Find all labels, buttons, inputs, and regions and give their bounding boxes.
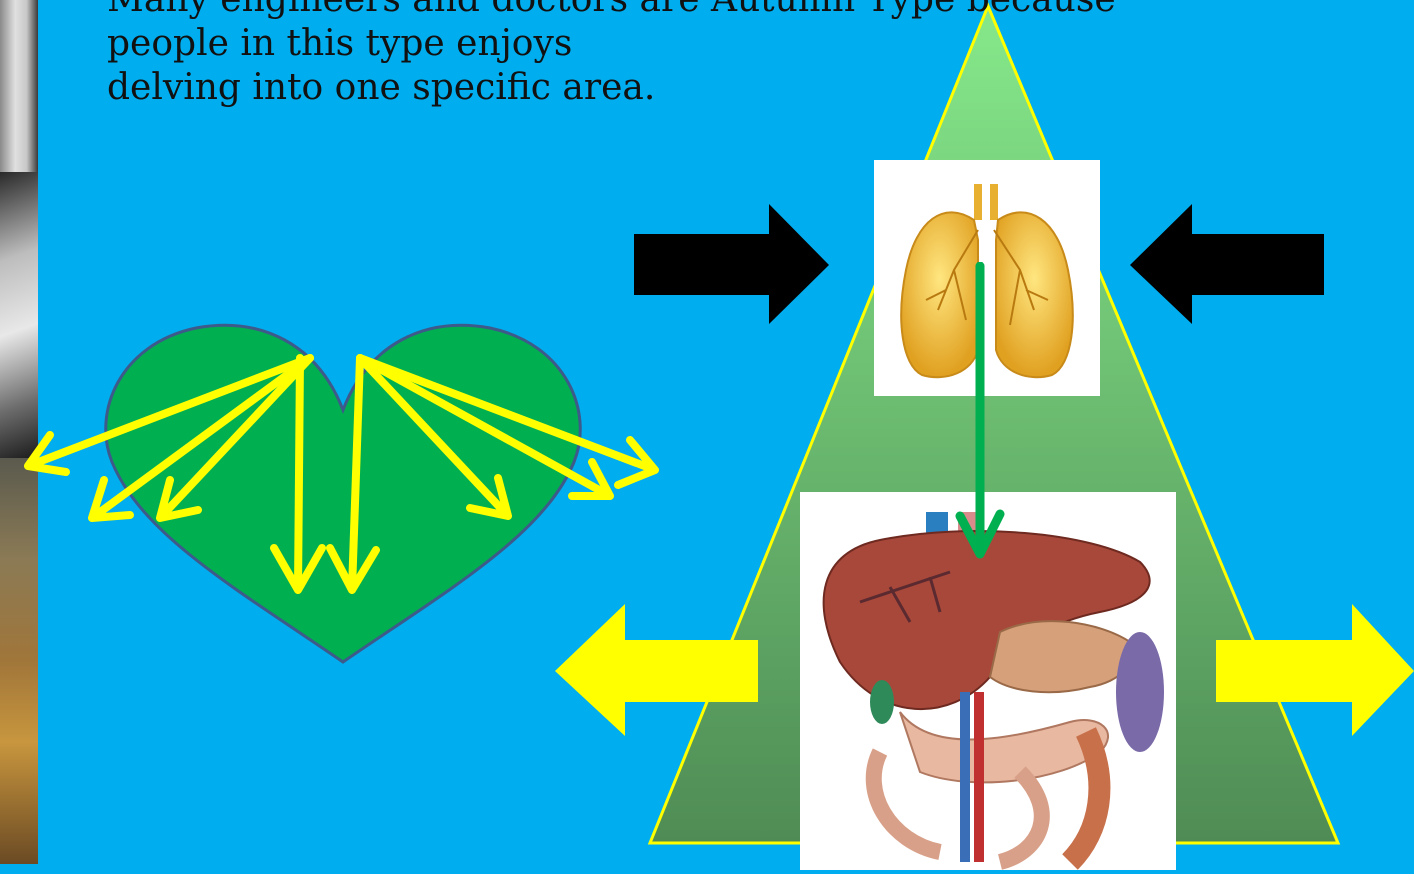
right-outward-arrow	[1216, 602, 1414, 742]
right-inward-arrow	[1128, 204, 1328, 329]
lungs-to-abdomen-arrow	[950, 262, 1010, 582]
heart-shape	[106, 325, 581, 662]
left-inward-arrow	[634, 204, 834, 329]
heart-diagram	[0, 0, 700, 700]
left-outward-arrow	[553, 602, 763, 742]
